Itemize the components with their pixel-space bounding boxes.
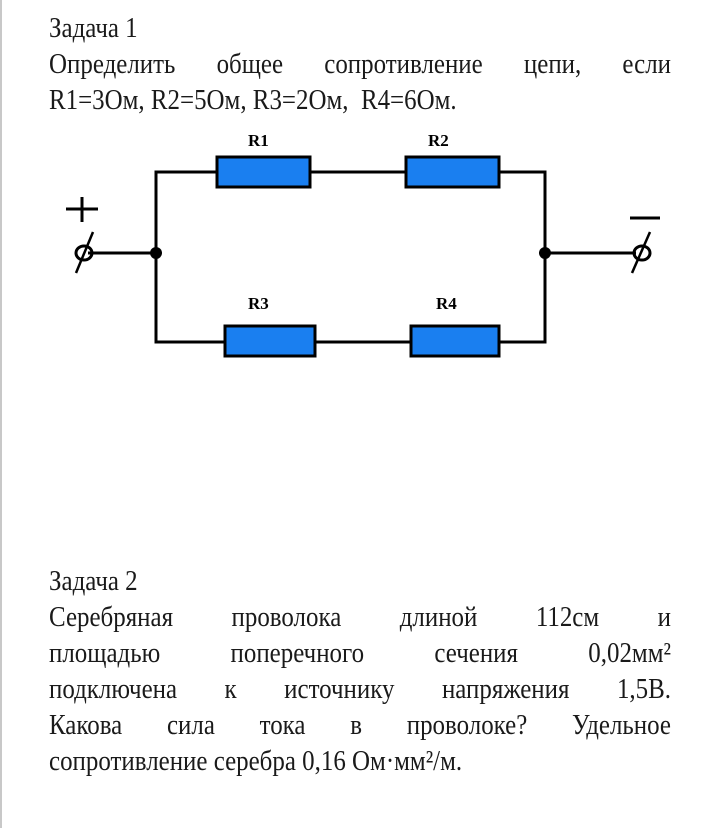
- word: к: [224, 673, 237, 705]
- word: Какова: [49, 709, 123, 741]
- wires: [88, 170, 636, 344]
- word: Удельное: [572, 709, 671, 741]
- word: если: [622, 48, 671, 80]
- terminal-plus-icon: [66, 197, 98, 274]
- task-2-line-1: Серебряная проволока длиной 112см и: [49, 599, 671, 635]
- wire-bottom: [154, 253, 547, 344]
- word: в: [350, 709, 362, 741]
- junction-left: [150, 247, 162, 259]
- word: сопротивление: [324, 48, 483, 80]
- word: проволока: [231, 601, 342, 633]
- word: тока: [259, 709, 306, 741]
- resistor-r4: [409, 324, 501, 358]
- word: цепи,: [523, 48, 582, 80]
- word: и: [657, 601, 671, 633]
- task-1-question-line-2: R1=3Ом, R2=5Ом, R3=2Ом, R4=6Ом.: [49, 84, 457, 116]
- task-2-line-3: подключена к источнику напряжения 1,5В.: [49, 671, 671, 707]
- resistor-r3: [223, 324, 317, 358]
- resistor-label-r3: R3: [248, 294, 269, 313]
- resistors: [215, 155, 501, 358]
- word: напряжения: [441, 673, 570, 705]
- word: Определить: [49, 48, 176, 80]
- task-1: Задача 1 Определить общее сопротивление …: [49, 10, 671, 118]
- task-2: Задача 2 Серебряная проволока длиной 112…: [49, 563, 671, 779]
- word: подключена: [49, 673, 178, 705]
- resistor-label-r2: R2: [428, 131, 449, 150]
- word: сечения: [434, 637, 518, 669]
- word: 0,02мм²: [588, 637, 671, 669]
- terminal-minus-icon: [630, 216, 660, 274]
- task-1-title: Задача 1: [49, 12, 138, 44]
- word: общее: [216, 48, 284, 80]
- word: 1,5В.: [616, 673, 671, 705]
- word: проволоке?: [406, 709, 528, 741]
- word: 112см: [535, 601, 600, 633]
- junction-right: [539, 247, 551, 259]
- word: Серебряная: [49, 601, 174, 633]
- resistor-r2: [404, 155, 501, 189]
- page-left-border: [0, 0, 2, 828]
- word: длиной: [399, 601, 478, 633]
- resistor-r1: [215, 155, 312, 189]
- task-2-line-2: площадью поперечного сечения 0,02мм²: [49, 635, 671, 671]
- word: площадью: [49, 637, 161, 669]
- word: сила: [166, 709, 215, 741]
- task-1-question-line-1: Определить общее сопротивление цепи, есл…: [49, 46, 671, 82]
- word: источнику: [284, 673, 395, 705]
- resistor-label-r4: R4: [436, 294, 457, 313]
- task-2-title: Задача 2: [49, 565, 138, 597]
- resistor-label-r1: R1: [248, 131, 269, 150]
- task-2-line-4: Какова сила тока в проволоке? Удельное: [49, 707, 671, 743]
- wire-top: [154, 170, 547, 253]
- task-2-line-5: сопротивление серебра 0,16 Ом·мм²/м.: [49, 745, 463, 777]
- word: поперечного: [230, 637, 365, 669]
